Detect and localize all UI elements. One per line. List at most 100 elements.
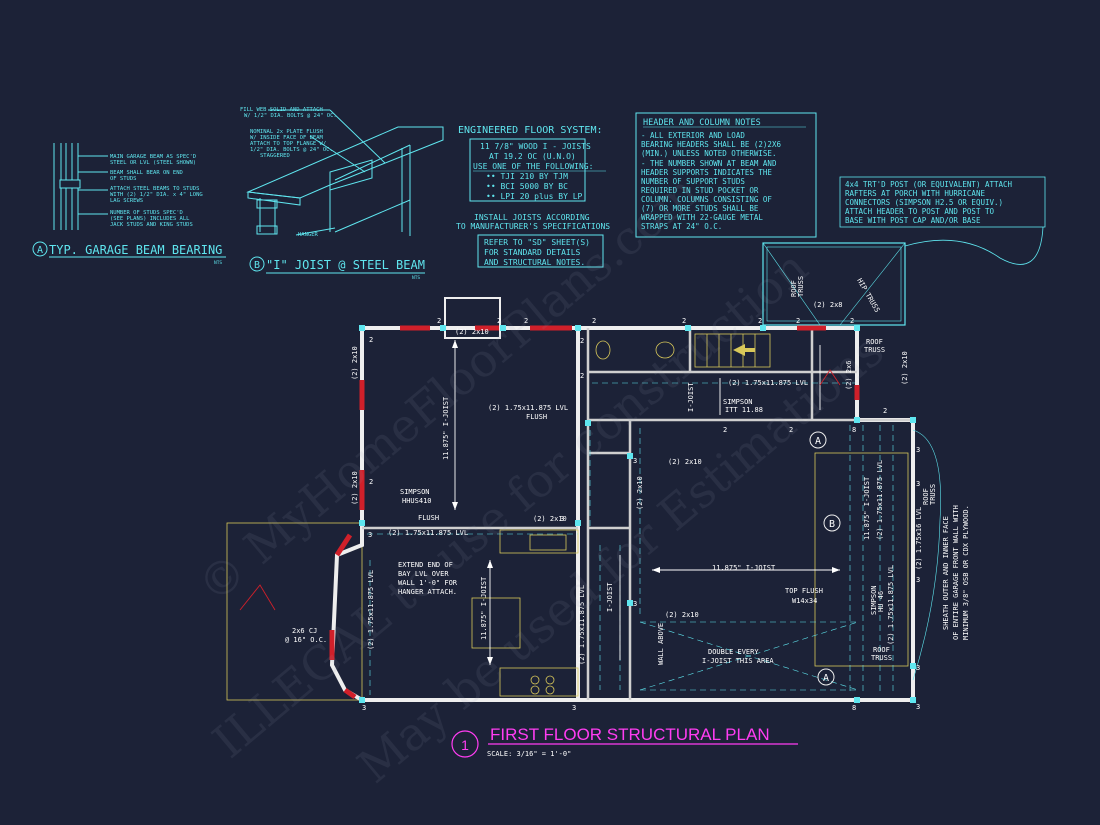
header-label: (2) 2x10 (533, 515, 567, 523)
porch-post-note: 4x4 TRT'D POST (OR EQUIVALENT) ATTACH RA… (839, 176, 1046, 265)
header-notes-line: REQUIRED IN STUD POCKET OR (641, 186, 759, 195)
truss-label: HIP TRUSS (855, 277, 881, 314)
post-note-line: BASE WITH POST CAP AND/OR BASE (845, 216, 981, 225)
stud-count: 3 (916, 480, 920, 488)
floor-system-install: TO MANUFACTURER'S SPECIFICATIONS (456, 222, 610, 231)
truss-label: TRUSS (797, 276, 805, 297)
section-marker: A (815, 436, 821, 447)
truss-label: TRUSS (871, 654, 892, 662)
floor-system-line: AT 19.2 OC (U.N.O) (489, 152, 576, 161)
detail-a-bubble (32, 241, 48, 257)
detail-b-ijoist-steel-beam: FILL WEB SOLID AND ATTACH W/ 1/2" DIA. B… (240, 107, 444, 281)
plan-title: FIRST FLOOR STRUCTURAL PLAN (490, 725, 770, 744)
stud-count: 2 (592, 317, 596, 325)
detail-b-hanger: HANGER (298, 232, 319, 238)
header-label: (2) 2x10 (636, 476, 644, 510)
plan-scale: SCALE: 3/16" = 1'-0" (487, 750, 571, 758)
engineered-floor-system-notes: ENGINEERED FLOOR SYSTEM: 11 7/8" WOOD I … (456, 125, 610, 268)
post-note-line: ATTACH HEADER TO POST AND POST TO (845, 207, 994, 216)
section-marker: A (823, 673, 829, 684)
floor-system-refer: REFER TO "SD" SHEET(S) (484, 238, 590, 247)
truss-label: ROOF (866, 338, 883, 346)
extend-note: WALL 1'-0" FOR (398, 579, 458, 587)
plan-number: 1 (461, 737, 469, 753)
beam-label: (2) 1.75x11.875 LVL (887, 565, 895, 645)
detail-a-note: OF STUDS (110, 176, 137, 182)
stud-count: 3 (560, 515, 564, 523)
detail-b-bubble-label: B (254, 260, 260, 271)
post-note-line: RAFTERS AT PORCH WITH HURRICANE (845, 189, 985, 198)
floor-system-line: USE ONE OF THE FOLLOWING: (473, 162, 593, 171)
detail-a-note: NUMBER OF STUDS SPEC'D (110, 210, 183, 216)
hanger-label: SIMPSON (400, 488, 430, 496)
floor-system-line: •• BCI 5000 BY BC (486, 182, 568, 191)
stud-counts: 2 2 2 2 2 2 2 2 2 2 2 2 3 3 3 3 3 3 3 3 … (362, 317, 920, 712)
header-label: (2) 2x10 (668, 458, 702, 466)
beam-label: (2) 1.75x11.875 LVL (578, 585, 586, 665)
header-notes-line: (MIN.) UNLESS NOTED OTHERWISE. (641, 149, 776, 158)
header-notes-line: WRAPPED WITH 22-GAUGE METAL (641, 213, 763, 222)
joist-label: 11.875" I-JOIST (863, 476, 871, 540)
hanger-label: HHUS410 (402, 497, 432, 505)
header-column-notes: HEADER AND COLUMN NOTES - ALL EXTERIOR A… (635, 112, 817, 238)
stud-count: 3 (916, 446, 920, 454)
header-label: (2) 2x10 (455, 328, 489, 336)
beam-label: (2) 2x10 (351, 346, 359, 380)
sheath-note: MINIMUM 3/8" OSB OR CDX PLYWOOD. (962, 505, 970, 640)
header-notes-line: STRAPS AT 24" O.C. (641, 222, 722, 231)
truss-label: ROOF (790, 280, 798, 297)
floor-system-refer: FOR STANDARD DETAILS (484, 248, 581, 257)
stud-count: 2 (437, 317, 441, 325)
truss-label: ROOF (873, 646, 890, 654)
floor-system-line: 11 7/8" WOOD I - JOISTS (480, 142, 591, 151)
hanger-label: SIMPSON (723, 398, 753, 406)
stud-count: 2 (580, 372, 584, 380)
stud-count: 3 (362, 704, 366, 712)
header-label: (2) 2x8 (813, 301, 843, 309)
header-label: (2) 2x10 (901, 351, 909, 385)
stud-count: 3 (633, 457, 637, 465)
beam-label: (2) 1.75x11.875 LVL (488, 404, 568, 412)
detail-b-note: 1/2" DIA. BOLTS @ 24" OC. (250, 147, 333, 153)
detail-b-note: STAGGERED (260, 153, 290, 159)
sheath-note: SHEATH OUTER AND INNER FACE (942, 516, 950, 630)
stud-count: 2 (723, 426, 727, 434)
joist-label: I-JOIST (687, 382, 695, 412)
post-note-line: CONNECTORS (SIMPSON H2.5 OR EQUIV.) (845, 198, 1003, 207)
stud-count: 3 (633, 600, 637, 608)
stud-count: 8 (852, 426, 856, 434)
stud-count: 8 (852, 704, 856, 712)
detail-a-note: LAG SCREWS (110, 198, 143, 204)
floor-system-install: INSTALL JOISTS ACCORDING (474, 213, 590, 222)
floor-system-title: ENGINEERED FLOOR SYSTEM: (458, 125, 603, 136)
truss-label: TRUSS (929, 484, 937, 505)
hanger-label: ITT 11.88 (725, 406, 763, 414)
header-notes-line: - ALL EXTERIOR AND LOAD (641, 131, 745, 140)
detail-a-note: JACK STUDS AND KING STUDS (110, 222, 193, 228)
hanger-label: SIMPSON (870, 585, 878, 615)
joist-label: 11.875" I-JOIST (480, 576, 488, 640)
floor-system-line: •• TJI 210 BY TJM (486, 172, 568, 181)
section-marker: B (829, 519, 835, 530)
detail-a-note: ATTACH STEEL BEAMS TO STUDS (110, 186, 199, 192)
detail-a-nts: NTS (214, 260, 222, 266)
detail-a-note: (SEE PLANS) INCLUDES ALL (110, 216, 190, 222)
beam-label: W14x34 (792, 597, 817, 605)
beam-label: FLUSH (526, 413, 547, 421)
post-note-line: 4x4 TRT'D POST (OR EQUIVALENT) ATTACH (845, 180, 1013, 189)
ceiling-joist-note: @ 16" O.C. (285, 636, 327, 644)
stud-count: 3 (916, 664, 920, 672)
joist-label: I-JOIST (606, 582, 614, 612)
detail-b-note: ATTACH TO TOP FLANGE W/ (250, 141, 326, 147)
joist-note: DOUBLE EVERY (708, 648, 759, 656)
plan-title-block: 1 FIRST FLOOR STRUCTURAL PLAN SCALE: 3/1… (451, 725, 798, 758)
plan-number-bubble (451, 730, 479, 758)
detail-a-bubble-label: A (37, 245, 43, 256)
stud-count: 2 (883, 407, 887, 415)
sheath-note: OF ENTIRE GARAGE FRONT WALL WITH (952, 505, 960, 640)
detail-b-bubble (249, 256, 265, 272)
detail-b-title: "I" JOIST @ STEEL BEAM (266, 258, 425, 272)
detail-b-note: W/ INSIDE FACE OF BEAM (250, 135, 324, 141)
detail-a-note: WITH (2) 1/2" DIA. x 4" LONG (110, 192, 203, 198)
